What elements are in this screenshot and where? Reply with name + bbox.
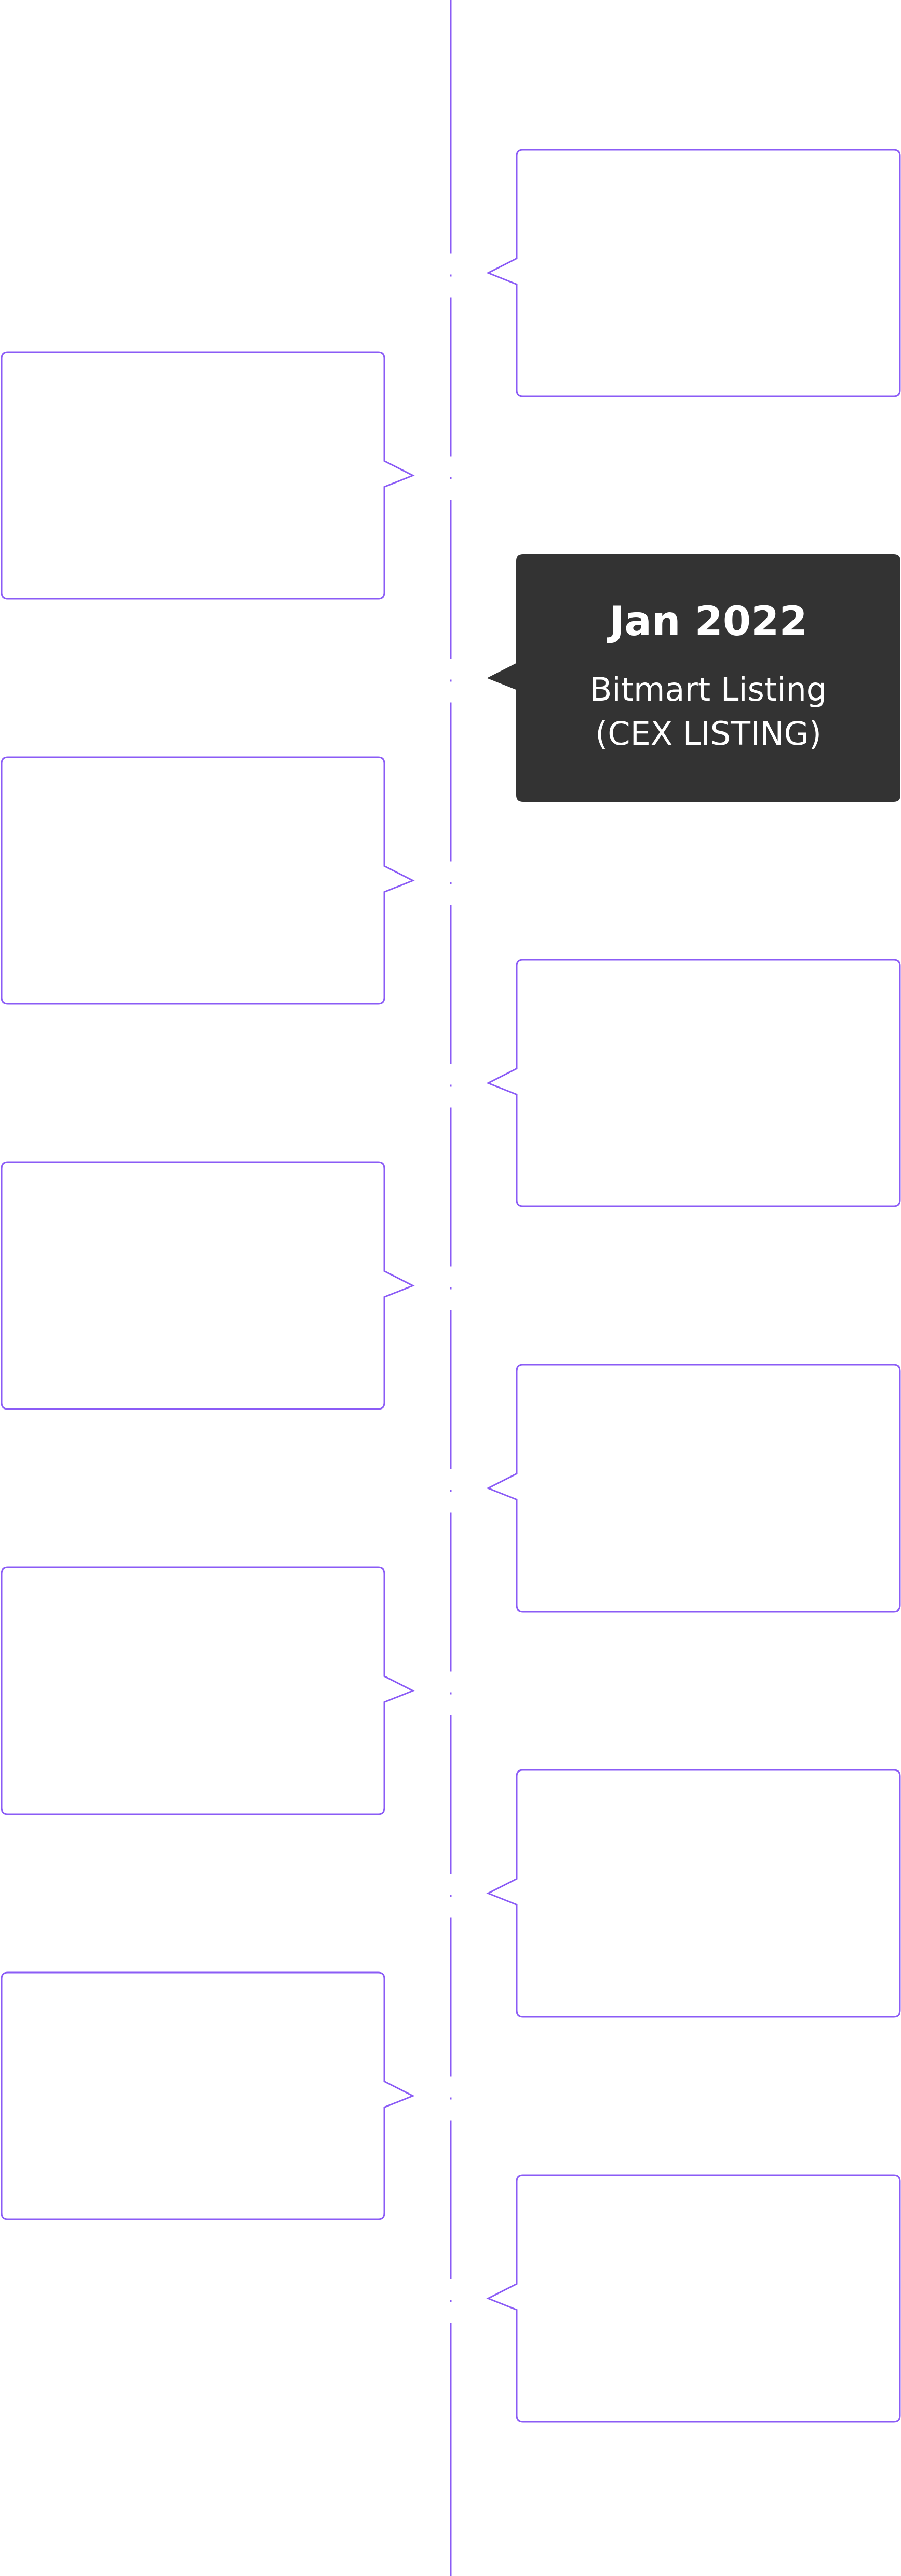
timeline-card [1,1566,415,1815]
timeline-card [486,1769,901,2018]
timeline-card [486,959,901,1208]
timeline-card [1,1971,415,2220]
timeline-card [486,2174,901,2423]
timeline-event-title: Bitmart Listing [589,670,827,708]
timeline-card [1,756,415,1005]
timeline-card [1,351,415,600]
timeline-card [486,149,901,397]
timeline-card [1,1161,415,1410]
timeline-event-subtitle: (CEX LISTING) [595,715,822,753]
timeline-event-date: Jan 2022 [609,598,808,646]
timeline-card-active [487,554,900,802]
timeline-card [486,1364,901,1613]
